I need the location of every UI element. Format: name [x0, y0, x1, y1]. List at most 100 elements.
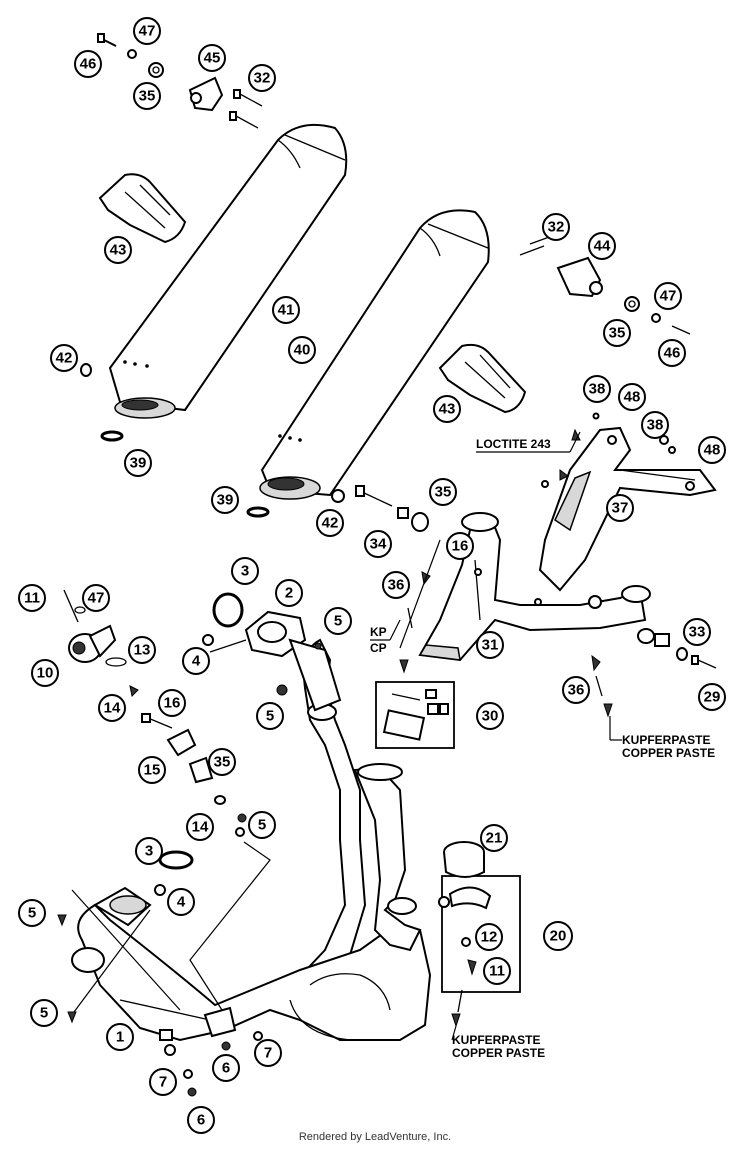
callout-35: 35 — [603, 319, 631, 347]
svg-text:42: 42 — [322, 515, 339, 532]
callout-46: 46 — [658, 339, 686, 367]
copper-paste-right: COPPER PASTE — [622, 746, 715, 760]
callout-42: 42 — [50, 344, 78, 372]
hardware-38-48 — [541, 412, 676, 488]
svg-text:4: 4 — [192, 653, 201, 670]
callout-48: 48 — [698, 436, 726, 464]
svg-text:48: 48 — [704, 442, 721, 459]
callout-13: 13 — [128, 636, 156, 664]
clamp-kit-20 — [438, 841, 521, 1028]
callout-6: 6 — [187, 1106, 215, 1134]
gasket-39-left — [100, 430, 124, 442]
svg-text:38: 38 — [647, 417, 664, 434]
callout-10: 10 — [31, 659, 59, 687]
footer-credit: Rendered by LeadVenture, Inc. — [299, 1131, 451, 1143]
gasket-3-lower — [158, 850, 194, 870]
svg-text:11: 11 — [489, 963, 505, 980]
svg-text:39: 39 — [130, 455, 147, 472]
callouts: 47 46 35 45 32 43 41 40 42 39 32 44 47 3… — [18, 17, 726, 1134]
callout-43: 43 — [433, 395, 461, 423]
callout-16: 16 — [446, 532, 474, 560]
svg-text:21: 21 — [486, 830, 503, 847]
callout-36: 36 — [382, 571, 410, 599]
callout-5: 5 — [30, 999, 58, 1027]
callout-16: 16 — [158, 689, 186, 717]
callout-21: 21 — [480, 824, 508, 852]
svg-text:7: 7 — [264, 1045, 272, 1062]
callout-31: 31 — [476, 631, 504, 659]
flange-2 — [244, 610, 342, 712]
svg-text:1: 1 — [116, 1029, 124, 1046]
svg-text:36: 36 — [568, 682, 585, 699]
svg-text:35: 35 — [609, 325, 626, 342]
svg-text:46: 46 — [80, 56, 97, 73]
svg-text:35: 35 — [435, 484, 452, 501]
svg-text:6: 6 — [222, 1060, 230, 1077]
callout-40: 40 — [288, 336, 316, 364]
svg-text:15: 15 — [144, 762, 161, 779]
sensor-clamp-10 — [63, 589, 139, 698]
svg-text:16: 16 — [164, 695, 181, 712]
callout-39: 39 — [211, 486, 239, 514]
svg-text:3: 3 — [145, 843, 153, 860]
svg-text:32: 32 — [254, 70, 271, 87]
svg-text:20: 20 — [550, 928, 567, 945]
svg-text:38: 38 — [589, 381, 606, 398]
svg-text:11: 11 — [24, 590, 40, 607]
callout-11: 11 — [18, 584, 46, 612]
callout-34: 34 — [364, 530, 392, 558]
kupferpaste-mid: KUPFERPASTE — [452, 1033, 540, 1047]
svg-text:5: 5 — [28, 905, 36, 922]
callout-15: 15 — [138, 756, 166, 784]
callout-38: 38 — [583, 375, 611, 403]
callout-3: 3 — [135, 837, 163, 865]
mount-kit-30 — [375, 681, 455, 749]
muffler-40 — [259, 209, 490, 500]
callout-47: 47 — [654, 282, 682, 310]
svg-text:43: 43 — [110, 242, 127, 259]
small-hardware-right — [519, 235, 691, 335]
svg-text:47: 47 — [88, 590, 105, 607]
callout-32: 32 — [542, 213, 570, 241]
svg-text:31: 31 — [482, 637, 499, 654]
seal-42-right — [331, 489, 345, 503]
callout-5: 5 — [324, 607, 352, 635]
svg-text:35: 35 — [139, 88, 156, 105]
svg-text:41: 41 — [278, 302, 295, 319]
callout-20: 20 — [543, 921, 573, 951]
callout-39: 39 — [124, 449, 152, 477]
callout-4: 4 — [182, 647, 210, 675]
svg-text:36: 36 — [388, 577, 405, 594]
svg-text:40: 40 — [294, 342, 311, 359]
svg-text:29: 29 — [704, 689, 721, 706]
leader-lines — [71, 539, 441, 1013]
callout-5: 5 — [256, 702, 284, 730]
svg-text:48: 48 — [624, 389, 641, 406]
copper-paste-mid: COPPER PASTE — [452, 1046, 545, 1060]
svg-text:4: 4 — [177, 894, 186, 911]
callout-32: 32 — [248, 64, 276, 92]
header-pipes-1 — [71, 638, 432, 1042]
svg-text:35: 35 — [214, 754, 231, 771]
svg-text:34: 34 — [370, 536, 387, 553]
callout-12: 12 — [475, 923, 503, 951]
nuts-4-5 — [57, 634, 322, 1024]
callout-47: 47 — [82, 584, 110, 612]
callout-5: 5 — [248, 811, 276, 839]
callout-14: 14 — [98, 694, 126, 722]
svg-text:43: 43 — [439, 401, 456, 418]
clamp-45 — [188, 76, 224, 112]
callout-42: 42 — [316, 509, 344, 537]
svg-text:5: 5 — [334, 613, 342, 630]
hardware-33-29 — [637, 628, 717, 669]
svg-text:14: 14 — [192, 819, 209, 836]
svg-text:46: 46 — [664, 345, 681, 362]
callout-47: 47 — [133, 17, 161, 45]
svg-text:32: 32 — [548, 219, 565, 236]
cp-label: CP — [370, 641, 387, 655]
svg-text:14: 14 — [104, 700, 121, 717]
callout-5: 5 — [18, 899, 46, 927]
callout-7: 7 — [149, 1068, 177, 1096]
callout-37: 37 — [606, 494, 634, 522]
svg-text:6: 6 — [197, 1112, 205, 1129]
